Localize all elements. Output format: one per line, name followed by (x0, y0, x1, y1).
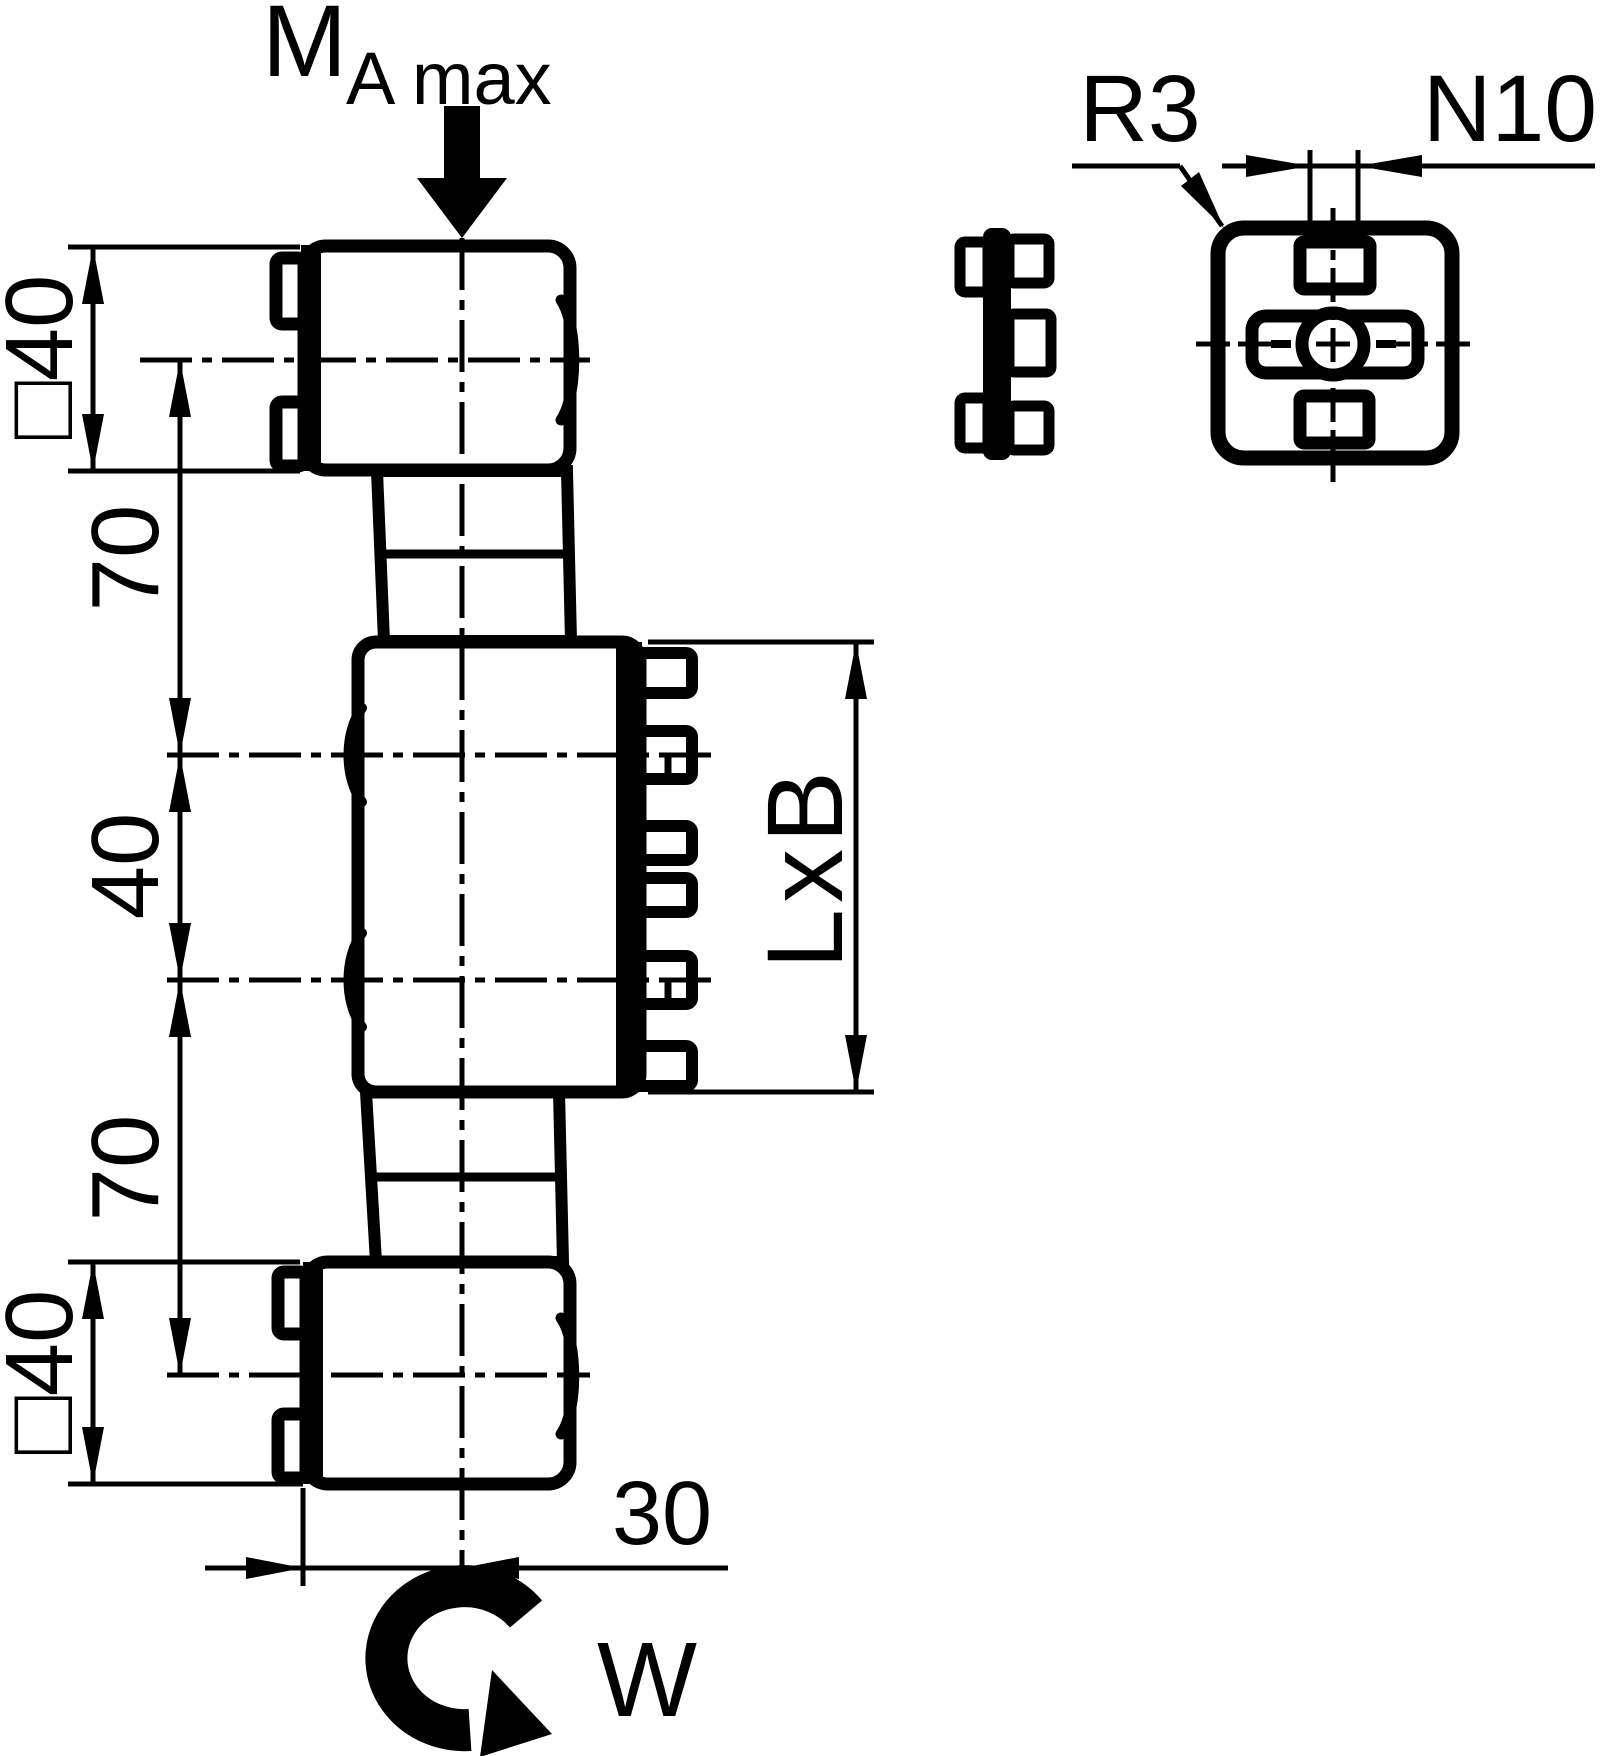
dim-label-plate-size: LxB (744, 765, 865, 969)
profile-tab-bottom-right (1003, 400, 1055, 456)
arrowhead (845, 1035, 867, 1092)
arrowhead (845, 642, 867, 699)
dim-label-axis-offset: 30 (612, 1464, 712, 1564)
groove-label: N10 (1423, 56, 1597, 162)
groove-dimension: N10 (1222, 56, 1597, 230)
arrowhead (169, 360, 191, 417)
torque-label-main: M (262, 0, 347, 98)
rotation-label: W (597, 1621, 697, 1739)
radius-leader-arrowhead (1181, 172, 1224, 228)
arrowhead (82, 414, 104, 471)
side-profile-view (954, 228, 1057, 460)
dim-label-pitch-upper: 70 (72, 505, 179, 612)
middle-block-body (351, 635, 647, 1099)
dim-label-center-spacing: 40 (72, 813, 179, 920)
bottom-block-cylindrical-edge-arc (555, 1312, 580, 1440)
left-dimension-stack: □40 70 40 70 □40 (0, 244, 303, 1487)
radius-label: R3 (1079, 56, 1200, 162)
profile-tab-top-right (1003, 233, 1055, 289)
end-view (1196, 208, 1474, 482)
arrowhead (246, 1557, 303, 1579)
arrowhead (82, 1427, 104, 1484)
arrowhead (169, 1318, 191, 1375)
arrowhead (169, 980, 191, 1037)
middle-block-clamp-bar (616, 642, 642, 1092)
rotation-arrow-head (480, 1670, 552, 1756)
profile-plate-bar (983, 228, 1011, 460)
arrowhead (82, 1262, 104, 1319)
torque-arrow-head (417, 178, 507, 238)
dim-label-bottom-square40: □40 (0, 1290, 93, 1455)
profile-tab-middle-right (1003, 308, 1057, 378)
dim-label-top-square40: □40 (0, 275, 93, 440)
arrowhead (169, 698, 191, 755)
arrowhead (169, 923, 191, 980)
arrowhead (1246, 155, 1310, 177)
radius-callout: R3 (1072, 56, 1225, 228)
torque-arrow-shaft (444, 106, 480, 180)
rotation-arrow-arc (365, 1565, 543, 1752)
torque-label-subscript: A max (346, 37, 552, 120)
bottom-annotations: 30 W (205, 1464, 728, 1756)
centerlines (140, 238, 714, 1598)
arrowhead (169, 755, 191, 812)
plate-size-dimension: LxB (648, 639, 874, 1095)
arrowhead (82, 247, 104, 304)
dim-label-pitch-lower: 70 (72, 1115, 179, 1222)
arrowhead (1358, 155, 1422, 177)
torque-annotation: M A max (262, 0, 552, 238)
